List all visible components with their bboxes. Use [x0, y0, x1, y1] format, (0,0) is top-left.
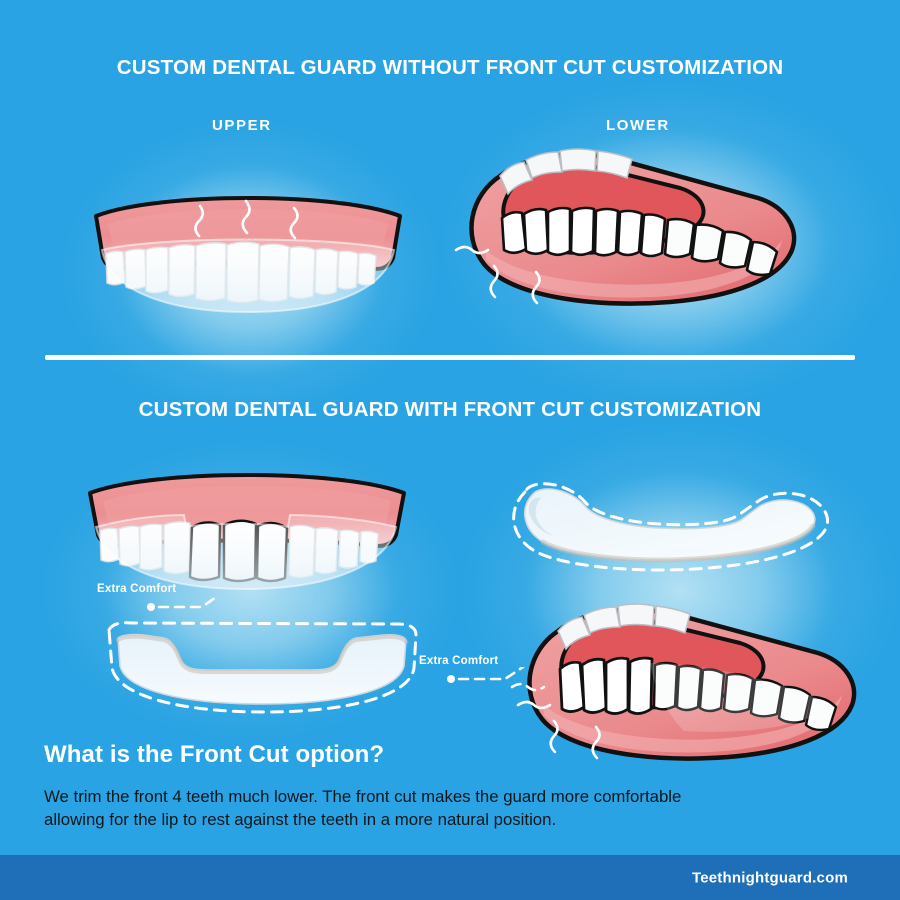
callout-label: Extra Comfort — [97, 583, 177, 595]
section-heading-without-front-cut: CUSTOM DENTAL GUARD WITHOUT FRONT CUT CU… — [116, 56, 784, 79]
section-heading-with-front-cut: CUSTOM DENTAL GUARD WITH FRONT CUT CUSTO… — [138, 398, 762, 421]
explainer-title: What is the Front Cut option? — [44, 741, 385, 768]
label-lower: LOWER — [606, 117, 670, 134]
illustration-lower-guard-trimmed — [495, 438, 845, 603]
explainer-body: We trim the front 4 teeth much lower. Th… — [44, 785, 854, 831]
explainer-line-1: We trim the front 4 teeth much lower. Th… — [44, 787, 682, 806]
callout-label: Extra Comfort — [419, 655, 499, 667]
section-divider — [45, 355, 855, 360]
callout-extra-comfort-upper: Extra Comfort — [97, 583, 247, 622]
callout-leader-line — [447, 665, 525, 683]
illustration-upper-arch-front-cut — [82, 465, 412, 595]
illustration-upper-arch-no-cut — [88, 188, 408, 318]
illustration-lower-arch-no-cut — [440, 130, 810, 320]
illustration-lower-arch-front-cut — [498, 585, 870, 775]
footer-site-name: Teethnightguard.com — [691, 869, 848, 886]
callout-extra-comfort-lower: Extra Comfort — [419, 655, 569, 694]
explainer-line-2: allowing for the lip to rest against the… — [44, 810, 557, 830]
footer-bar: Teethnightguard.com — [0, 855, 900, 900]
illustration-upper-guard-trimmed — [98, 608, 428, 723]
callout-leader-line — [147, 593, 221, 611]
label-upper: UPPER — [212, 117, 272, 134]
